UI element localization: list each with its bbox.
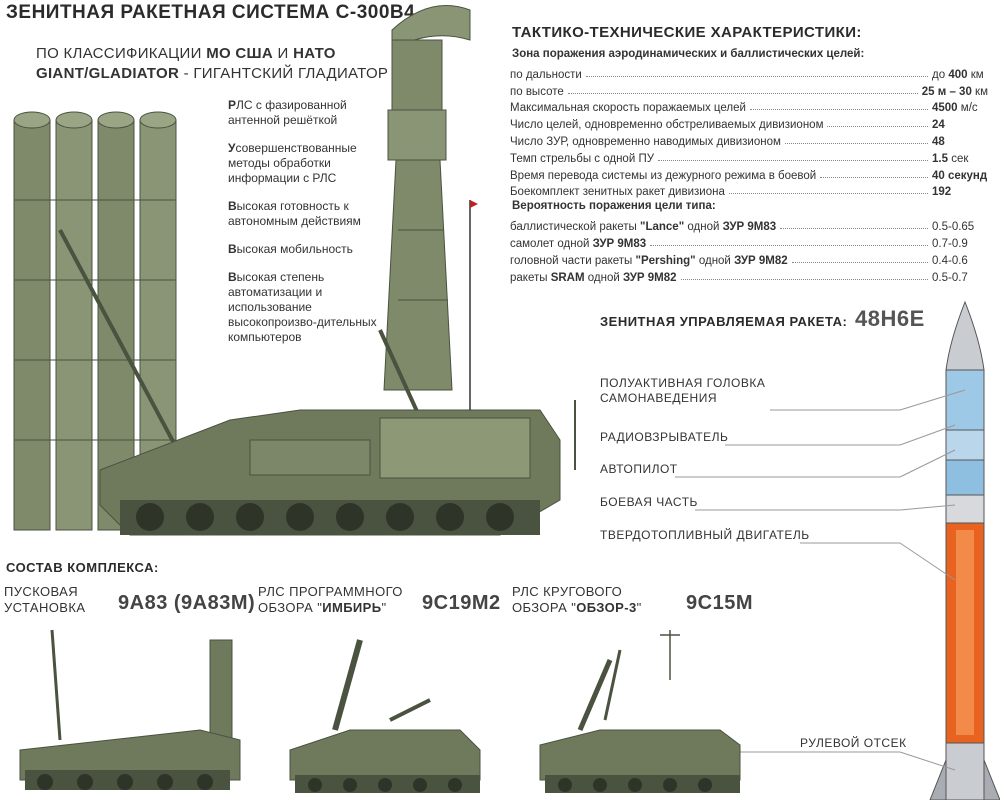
classification-name: GIANT/GLADIATOR bbox=[36, 65, 180, 82]
feature-text: совершенствованные методы обработки инфо… bbox=[228, 141, 357, 185]
classification-prefix: ПО КЛАССИФИКАЦИИ bbox=[36, 45, 207, 62]
feature-first-letter: У bbox=[228, 141, 236, 155]
missile-part-warhead: БОЕВАЯ ЧАСТЬ bbox=[600, 495, 698, 509]
tth-row-label: по высоте bbox=[510, 85, 564, 98]
component-label-line: РЛС ПРОГРАММНОГО bbox=[258, 584, 403, 599]
missile-diagram bbox=[929, 300, 1000, 800]
tth-row: Боекомплект зенитных ракет дивизиона 192 bbox=[510, 182, 988, 199]
tth-prob-label: баллистической ракеты "Lance" одной ЗУР … bbox=[510, 221, 777, 234]
tth-row: по высоте 25 м – 30 км bbox=[510, 81, 988, 98]
component-code: 9С19М2 bbox=[422, 592, 501, 614]
tth-title: ТАКТИКО-ТЕХНИЧЕСКИЕ ХАРАКТЕРИСТИКИ: bbox=[512, 24, 862, 41]
tth-row-value: до 400 км bbox=[932, 68, 984, 81]
tth-row: по дальности до 400 км bbox=[510, 64, 988, 81]
tth-row-label: Число ЗУР, одновременно наводимых дивизи… bbox=[510, 135, 781, 148]
tth-row-label: Боекомплект зенитных ракет дивизиона bbox=[510, 186, 725, 199]
missile-part-fuze: РАДИОВЗРЫВАТЕЛЬ bbox=[600, 430, 729, 444]
tth-row: Темп стрельбы с одной ПУ 1.5 сек bbox=[510, 148, 988, 165]
radar-mast-graphic bbox=[378, 5, 471, 441]
component-label: ПУСКОВАЯ УСТАНОВКА bbox=[4, 584, 85, 616]
tth-prob-value: 0.5-0.7 bbox=[932, 271, 968, 284]
tth-row: Число целей, одновременно обстреливаемых… bbox=[510, 114, 988, 131]
obzor3-radar-vehicle-graphic bbox=[539, 630, 741, 793]
tth-row: Максимальная скорость поражаемых целей 45… bbox=[510, 98, 988, 115]
tth-prob-value: 0.5-0.65 bbox=[932, 221, 975, 234]
vehicle-hull-graphic bbox=[99, 200, 576, 536]
component-code: 9А83 (9А83М) bbox=[118, 592, 256, 614]
component-label-line: ОБЗОРА "ОБЗОР-3" bbox=[512, 600, 642, 615]
missile-part-motor: ТВЕРДОТОПЛИВНЫЙ ДВИГАТЕЛЬ bbox=[600, 528, 810, 542]
classification: ПО КЛАССИФИКАЦИИ МО США И НАТО GIANT/GLA… bbox=[36, 44, 388, 84]
tth-row-value: 24 bbox=[932, 119, 945, 132]
missile-part-seeker: ПОЛУАКТИВНАЯ ГОЛОВКА САМОНАВЕДЕНИЯ bbox=[600, 376, 766, 405]
features-list: РЛС с фазированной антенной решёткой Усо… bbox=[228, 98, 378, 358]
tth-prob-value: 0.4-0.6 bbox=[932, 254, 968, 267]
feature-item: РЛС с фазированной антенной решёткой bbox=[228, 98, 378, 128]
missile-part-autopilot: АВТОПИЛОТ bbox=[600, 462, 678, 476]
tth-row-value: 40 секунд bbox=[932, 169, 988, 182]
feature-item: Усовершенствованные методы обработки инф… bbox=[228, 141, 378, 186]
tth-prob-row: баллистической ракеты "Lance" одной ЗУР … bbox=[510, 216, 988, 233]
tth-row-label: по дальности bbox=[510, 68, 582, 81]
feature-text: ысокая готовность к автономным действиям bbox=[228, 199, 361, 228]
feature-first-letter: Р bbox=[228, 98, 237, 112]
component-label: РЛС КРУГОВОГО ОБЗОРА "ОБЗОР-3" bbox=[512, 584, 642, 616]
feature-first-letter: В bbox=[228, 270, 237, 284]
tth-prob-label: самолет одной ЗУР 9М83 bbox=[510, 237, 647, 250]
missile-graphic bbox=[929, 300, 1000, 800]
missile-part-control: РУЛЕВОЙ ОТСЕК bbox=[800, 736, 907, 750]
tth-row-value: 192 bbox=[932, 186, 952, 199]
feature-item: Высокая готовность к автономным действия… bbox=[228, 199, 378, 229]
classification-org1: МО США bbox=[206, 45, 274, 62]
missile-label: ЗЕНИТНАЯ УПРАВЛЯЕМАЯ РАКЕТА: bbox=[600, 314, 848, 329]
tth-prob-row: головной части ракеты "Pershing" одной З… bbox=[510, 250, 988, 267]
tth-row-label: Время перевода системы из дежурного режи… bbox=[510, 169, 817, 182]
tth-row-value: 4500 м/с bbox=[932, 102, 978, 115]
tth-table: Зона поражения аэродинамических и баллис… bbox=[510, 48, 988, 284]
tth-prob-value: 0.7-0.9 bbox=[932, 237, 968, 250]
imbir-radar-vehicle-graphic bbox=[289, 639, 481, 793]
launcher-vehicle-graphic bbox=[19, 629, 241, 790]
tth-prob-label: ракеты SRAM одной ЗУР 9М82 bbox=[510, 271, 677, 284]
tth-row-value: 1.5 сек bbox=[932, 152, 969, 165]
classification-conj: И bbox=[273, 45, 294, 62]
classification-suffix: - ГИГАНТСКИЙ ГЛАДИАТОР bbox=[179, 65, 389, 82]
main-vehicle-illustration bbox=[13, 5, 576, 536]
composition-title: СОСТАВ КОМПЛЕКСА: bbox=[6, 560, 159, 575]
tth-row: Число ЗУР, одновременно наводимых дивизи… bbox=[510, 131, 988, 148]
tth-prob-label: головной части ракеты "Pershing" одной З… bbox=[510, 254, 788, 267]
feature-item: Высокая мобильность bbox=[228, 242, 378, 257]
tth-row-label: Максимальная скорость поражаемых целей bbox=[510, 102, 746, 115]
feature-item: Высокая степень автоматизации и использо… bbox=[228, 270, 378, 345]
feature-text: ысокая степень автоматизации и использов… bbox=[228, 270, 377, 344]
component-label: РЛС ПРОГРАММНОГО ОБЗОРА "ИМБИРЬ" bbox=[258, 584, 403, 616]
missile-code: 48Н6Е bbox=[855, 306, 925, 331]
component-label-line: РЛС КРУГОВОГО bbox=[512, 584, 623, 599]
feature-first-letter: В bbox=[228, 242, 237, 256]
tth-prob-row: ракеты SRAM одной ЗУР 9М82 0.5-0.7 bbox=[510, 267, 988, 284]
feature-text: ЛС с фазированной антенной решёткой bbox=[228, 98, 347, 127]
feature-first-letter: В bbox=[228, 199, 237, 213]
tth-zone-header: Зона поражения аэродинамических и баллис… bbox=[512, 48, 865, 60]
page-title: ЗЕНИТНАЯ РАКЕТНАЯ СИСТЕМА С-300В4 bbox=[6, 2, 416, 23]
feature-text: ысокая мобильность bbox=[236, 242, 353, 256]
tth-row-value: 25 м – 30 км bbox=[921, 85, 988, 98]
tth-row: Время перевода системы из дежурного режи… bbox=[510, 165, 988, 182]
classification-org2: НАТО bbox=[293, 45, 336, 62]
component-label-line: ОБЗОРА "ИМБИРЬ" bbox=[258, 600, 387, 615]
tth-row-label: Число целей, одновременно обстреливаемых… bbox=[510, 119, 824, 132]
tth-prob-header: Вероятность поражения цели типа: bbox=[512, 200, 716, 213]
tth-row-label: Темп стрельбы с одной ПУ bbox=[510, 152, 655, 165]
tth-prob-row: самолет одной ЗУР 9М83 0.7-0.9 bbox=[510, 233, 988, 250]
component-label-line: УСТАНОВКА bbox=[4, 600, 86, 615]
component-label-line: ПУСКОВАЯ bbox=[4, 584, 79, 599]
tth-row-value: 48 bbox=[932, 135, 945, 148]
component-code: 9С15М bbox=[686, 592, 753, 614]
